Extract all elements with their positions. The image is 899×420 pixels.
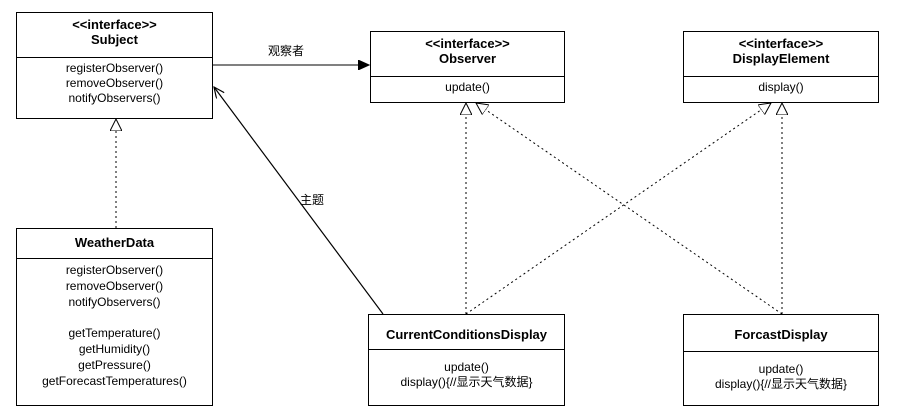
method-item: display() [758,80,804,94]
forcastdisplay-header: ForcastDisplay [684,315,878,351]
method-item: removeObserver() [65,279,164,293]
currentconditionsdisplay-header: CurrentConditionsDisplay [369,315,564,349]
subject-methods: registerObserver() removeObserver() noti… [17,57,212,106]
subject-name: Subject [91,32,138,47]
subject-class-box[interactable]: <<interface>> Subject registerObserver()… [16,12,213,119]
subject-association-line [214,87,384,315]
weatherdata-class-box[interactable]: WeatherData registerObserver() removeObs… [16,228,213,406]
method-spacer [17,310,212,325]
observer-class-box[interactable]: <<interface>> Observer update() [370,31,565,103]
method-item: getForecastTemperatures() [42,374,187,388]
method-item: display(){//显示天气数据} [714,377,848,391]
observer-association-label: 观察者 [268,44,305,58]
forcast-observer-realization-line [476,103,783,315]
forcastdisplay-methods: update() display(){//显示天气数据} [684,351,878,392]
currentconditionsdisplay-name: CurrentConditionsDisplay [385,327,548,342]
method-item: registerObserver() [65,61,164,75]
currentconditionsdisplay-methods: update() display(){//显示天气数据} [369,349,564,390]
subject-stereotype: <<interface>> [72,17,157,32]
displayelement-class-box[interactable]: <<interface>> DisplayElement display() [683,31,879,103]
method-item: removeObserver() [65,76,164,90]
method-item: getPressure() [78,358,151,372]
observer-header: <<interface>> Observer [371,32,564,76]
currentconditionsdisplay-class-box[interactable]: CurrentConditionsDisplay update() displa… [368,314,565,406]
method-item: getHumidity() [78,342,151,356]
method-item: update() [444,360,489,374]
observer-stereotype: <<interface>> [425,36,510,51]
observer-methods: update() [371,76,564,95]
method-item: update() [445,80,490,94]
forcastdisplay-name: ForcastDisplay [734,327,828,342]
displayelement-name: DisplayElement [732,51,830,66]
method-item: notifyObservers() [68,91,161,105]
method-item: getTemperature() [68,326,161,340]
subject-header: <<interface>> Subject [17,13,212,57]
weatherdata-header: WeatherData [17,229,212,258]
method-item: display(){//显示天气数据} [400,375,533,389]
ccd-displayelement-realization-line [465,103,771,315]
observer-name: Observer [438,51,497,66]
subject-association-label: 主题 [300,193,325,207]
method-item: registerObserver() [65,263,164,277]
method-item: update() [758,362,804,376]
displayelement-header: <<interface>> DisplayElement [684,32,878,76]
displayelement-methods: display() [684,76,878,95]
forcastdisplay-class-box[interactable]: ForcastDisplay update() display(){//显示天气… [683,314,879,406]
displayelement-stereotype: <<interface>> [738,36,824,51]
weatherdata-methods: registerObserver() removeObserver() noti… [17,258,212,389]
weatherdata-name: WeatherData [74,235,155,250]
method-item: notifyObservers() [68,295,161,309]
